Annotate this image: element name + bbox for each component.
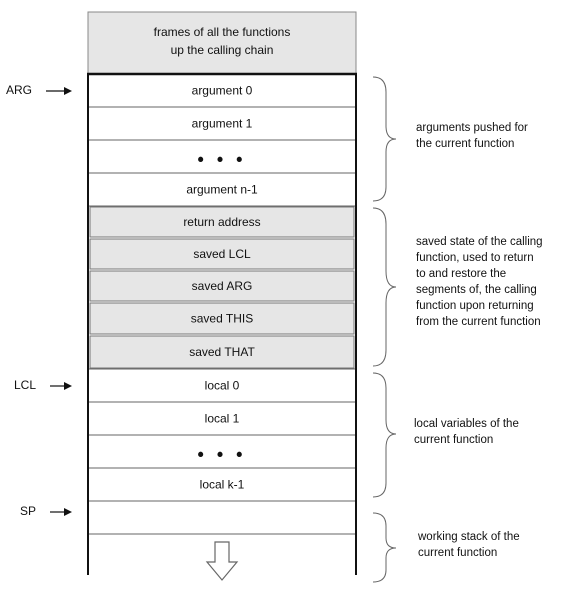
locals-annotation-line2: current function xyxy=(414,434,493,446)
lcl-pointer-label: LCL xyxy=(14,378,36,392)
saved-state-annotation: saved state of the calling function, use… xyxy=(416,236,543,328)
ellipsis-label: • • • xyxy=(198,149,247,169)
working-stack-annotation-line2: current function xyxy=(418,547,497,559)
saved-state-annotation-line6: from the current function xyxy=(416,316,541,328)
saved-state-annotation-line3: to and restore the xyxy=(416,268,506,280)
stack-cell xyxy=(87,73,357,108)
stack-cell xyxy=(87,106,357,141)
caller-frames-box xyxy=(87,11,357,75)
caller-frames-line2: up the calling chain xyxy=(171,43,274,57)
lcl-pointer-arrow-icon xyxy=(50,382,72,390)
stack-cell-label: saved THAT xyxy=(189,345,255,359)
arguments-annotation: arguments pushed for the current functio… xyxy=(416,122,528,150)
locals-annotation-line1: local variables of the xyxy=(414,418,519,430)
stack-cell-label: local 0 xyxy=(205,379,240,393)
stack-cell xyxy=(89,335,355,369)
locals-annotation: local variables of the current function xyxy=(414,418,519,446)
stack-cell-label: saved THIS xyxy=(191,312,253,326)
stack-cell xyxy=(89,270,355,302)
stack-cell xyxy=(87,467,357,502)
stack-cell xyxy=(89,302,355,335)
working-stack-annotation: working stack of the current function xyxy=(417,531,520,559)
stack-cell-label: argument n-1 xyxy=(186,183,258,197)
stack-cell xyxy=(87,500,357,535)
working-stack-annotation-line1: working stack of the xyxy=(417,531,520,543)
caller-frames-line1: frames of all the functions xyxy=(154,25,291,39)
arguments-annotation-line2: the current function xyxy=(416,138,514,150)
saved-state-annotation-line2: function, used to return xyxy=(416,252,534,264)
stack-cell-label: local 1 xyxy=(205,412,240,426)
stack-cell xyxy=(89,206,355,238)
stack-cell-label: saved LCL xyxy=(193,247,251,261)
stack-cell-label: saved ARG xyxy=(192,279,253,293)
stack-cell-label: argument 1 xyxy=(192,117,253,131)
stack-cell-label: argument 0 xyxy=(192,84,253,98)
working-stack-brace-icon xyxy=(372,512,397,583)
stack-cells: argument 0 argument 1 • • • argument n-1 ret… xyxy=(87,73,357,535)
stack-cell xyxy=(87,172,357,207)
ellipsis-label: • • • xyxy=(198,444,247,464)
stack-cell-label: local k-1 xyxy=(200,478,245,492)
locals-brace-icon xyxy=(372,372,397,498)
stack-cell-label: return address xyxy=(183,215,260,229)
sp-pointer-arrow-icon xyxy=(50,508,72,516)
arguments-brace-icon xyxy=(372,76,397,202)
arg-pointer-arrow-icon xyxy=(46,87,72,95)
stack-cell xyxy=(87,401,357,436)
saved-state-brace-icon xyxy=(372,207,397,367)
arguments-annotation-line1: arguments pushed for xyxy=(416,122,528,134)
saved-state-annotation-line5: function upon returning xyxy=(416,300,534,312)
stack-growth-arrow-icon xyxy=(205,541,239,581)
arg-pointer-label: ARG xyxy=(6,83,32,97)
saved-state-annotation-line4: segments of, the calling xyxy=(416,284,537,296)
saved-state-annotation-line1: saved state of the calling xyxy=(416,236,543,248)
sp-pointer-label: SP xyxy=(20,504,36,518)
stack-cell xyxy=(89,238,355,270)
